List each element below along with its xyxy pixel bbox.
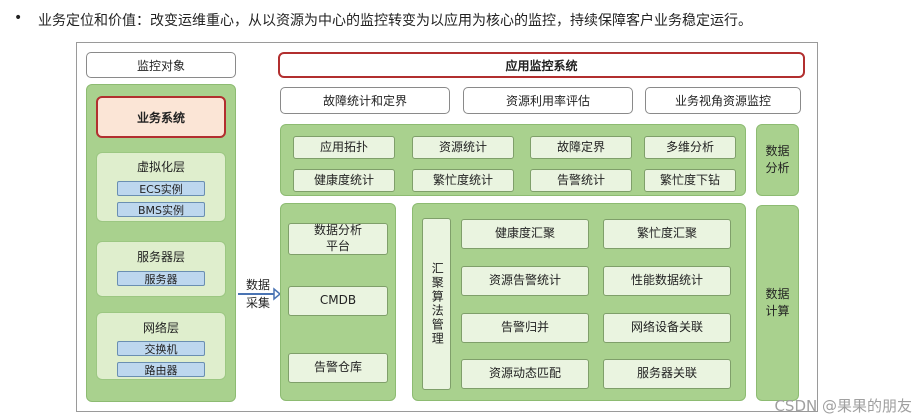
data-collect-label: 数据 采集 <box>245 278 270 310</box>
watermark: CSDN @果果的朋友 <box>774 397 912 415</box>
bms-instance-chip: BMS实例 <box>117 202 205 217</box>
performance-stats-chip: 性能数据统计 <box>603 266 731 296</box>
busy-aggregation-chip: 繁忙度汇聚 <box>603 219 731 249</box>
server-chip: 服务器 <box>117 271 205 286</box>
router-chip: 路由器 <box>117 362 205 377</box>
network-layer-title: 网络层 <box>142 321 179 335</box>
switch-chip: 交换机 <box>117 341 205 356</box>
health-stats-chip: 健康度统计 <box>293 169 395 192</box>
resource-dynamic-match-chip: 资源动态匹配 <box>461 359 589 389</box>
data-compute-label: 数据 计算 <box>756 205 799 401</box>
analytics-platform-chip: 数据分析 平台 <box>288 223 388 255</box>
alarm-stats-chip: 告警统计 <box>530 169 632 192</box>
multi-dim-analysis-chip: 多维分析 <box>644 136 736 159</box>
server-layer <box>96 241 226 297</box>
resource-stats-chip: 资源统计 <box>412 136 514 159</box>
resource-alarm-stats-chip: 资源告警统计 <box>461 266 589 296</box>
data-analysis-label: 数据 分析 <box>756 124 799 196</box>
alarm-merge-chip: 告警归并 <box>461 313 589 343</box>
health-aggregation-chip: 健康度汇聚 <box>461 219 589 249</box>
alarm-warehouse-chip: 告警仓库 <box>288 353 388 383</box>
network-device-link-chip: 网络设备关联 <box>603 313 731 343</box>
cmdb-chip: CMDB <box>288 286 388 316</box>
monitor-objects-title: 监控对象 <box>86 52 236 78</box>
server-layer-title: 服务器层 <box>136 250 185 264</box>
busy-stats-chip: 繁忙度统计 <box>412 169 514 192</box>
server-link-chip: 服务器关联 <box>603 359 731 389</box>
business-system-box: 业务系统 <box>96 96 226 138</box>
ecs-instance-chip: ECS实例 <box>117 181 205 196</box>
app-monitor-system-title: 应用监控系统 <box>278 52 805 78</box>
fault-delimit-chip: 故障定界 <box>530 136 632 159</box>
fault-stats-tab: 故障统计和定界 <box>280 87 450 114</box>
business-resource-monitor-tab: 业务视角资源监控 <box>645 87 801 114</box>
resource-eval-tab: 资源利用率评估 <box>463 87 633 114</box>
headline-text: 业务定位和价值：改变运维重心，从以资源为中心的监控转变为以应用为核心的监控，持续… <box>38 13 752 29</box>
collect-arrow-icon <box>238 287 282 301</box>
bullet-dot: • <box>14 10 23 26</box>
aggregation-algo-label: 汇聚算法管理 <box>422 218 451 390</box>
app-topology-chip: 应用拓扑 <box>293 136 395 159</box>
busy-drilldown-chip: 繁忙度下钻 <box>644 169 736 192</box>
virtualization-layer-title: 虚拟化层 <box>136 160 185 174</box>
